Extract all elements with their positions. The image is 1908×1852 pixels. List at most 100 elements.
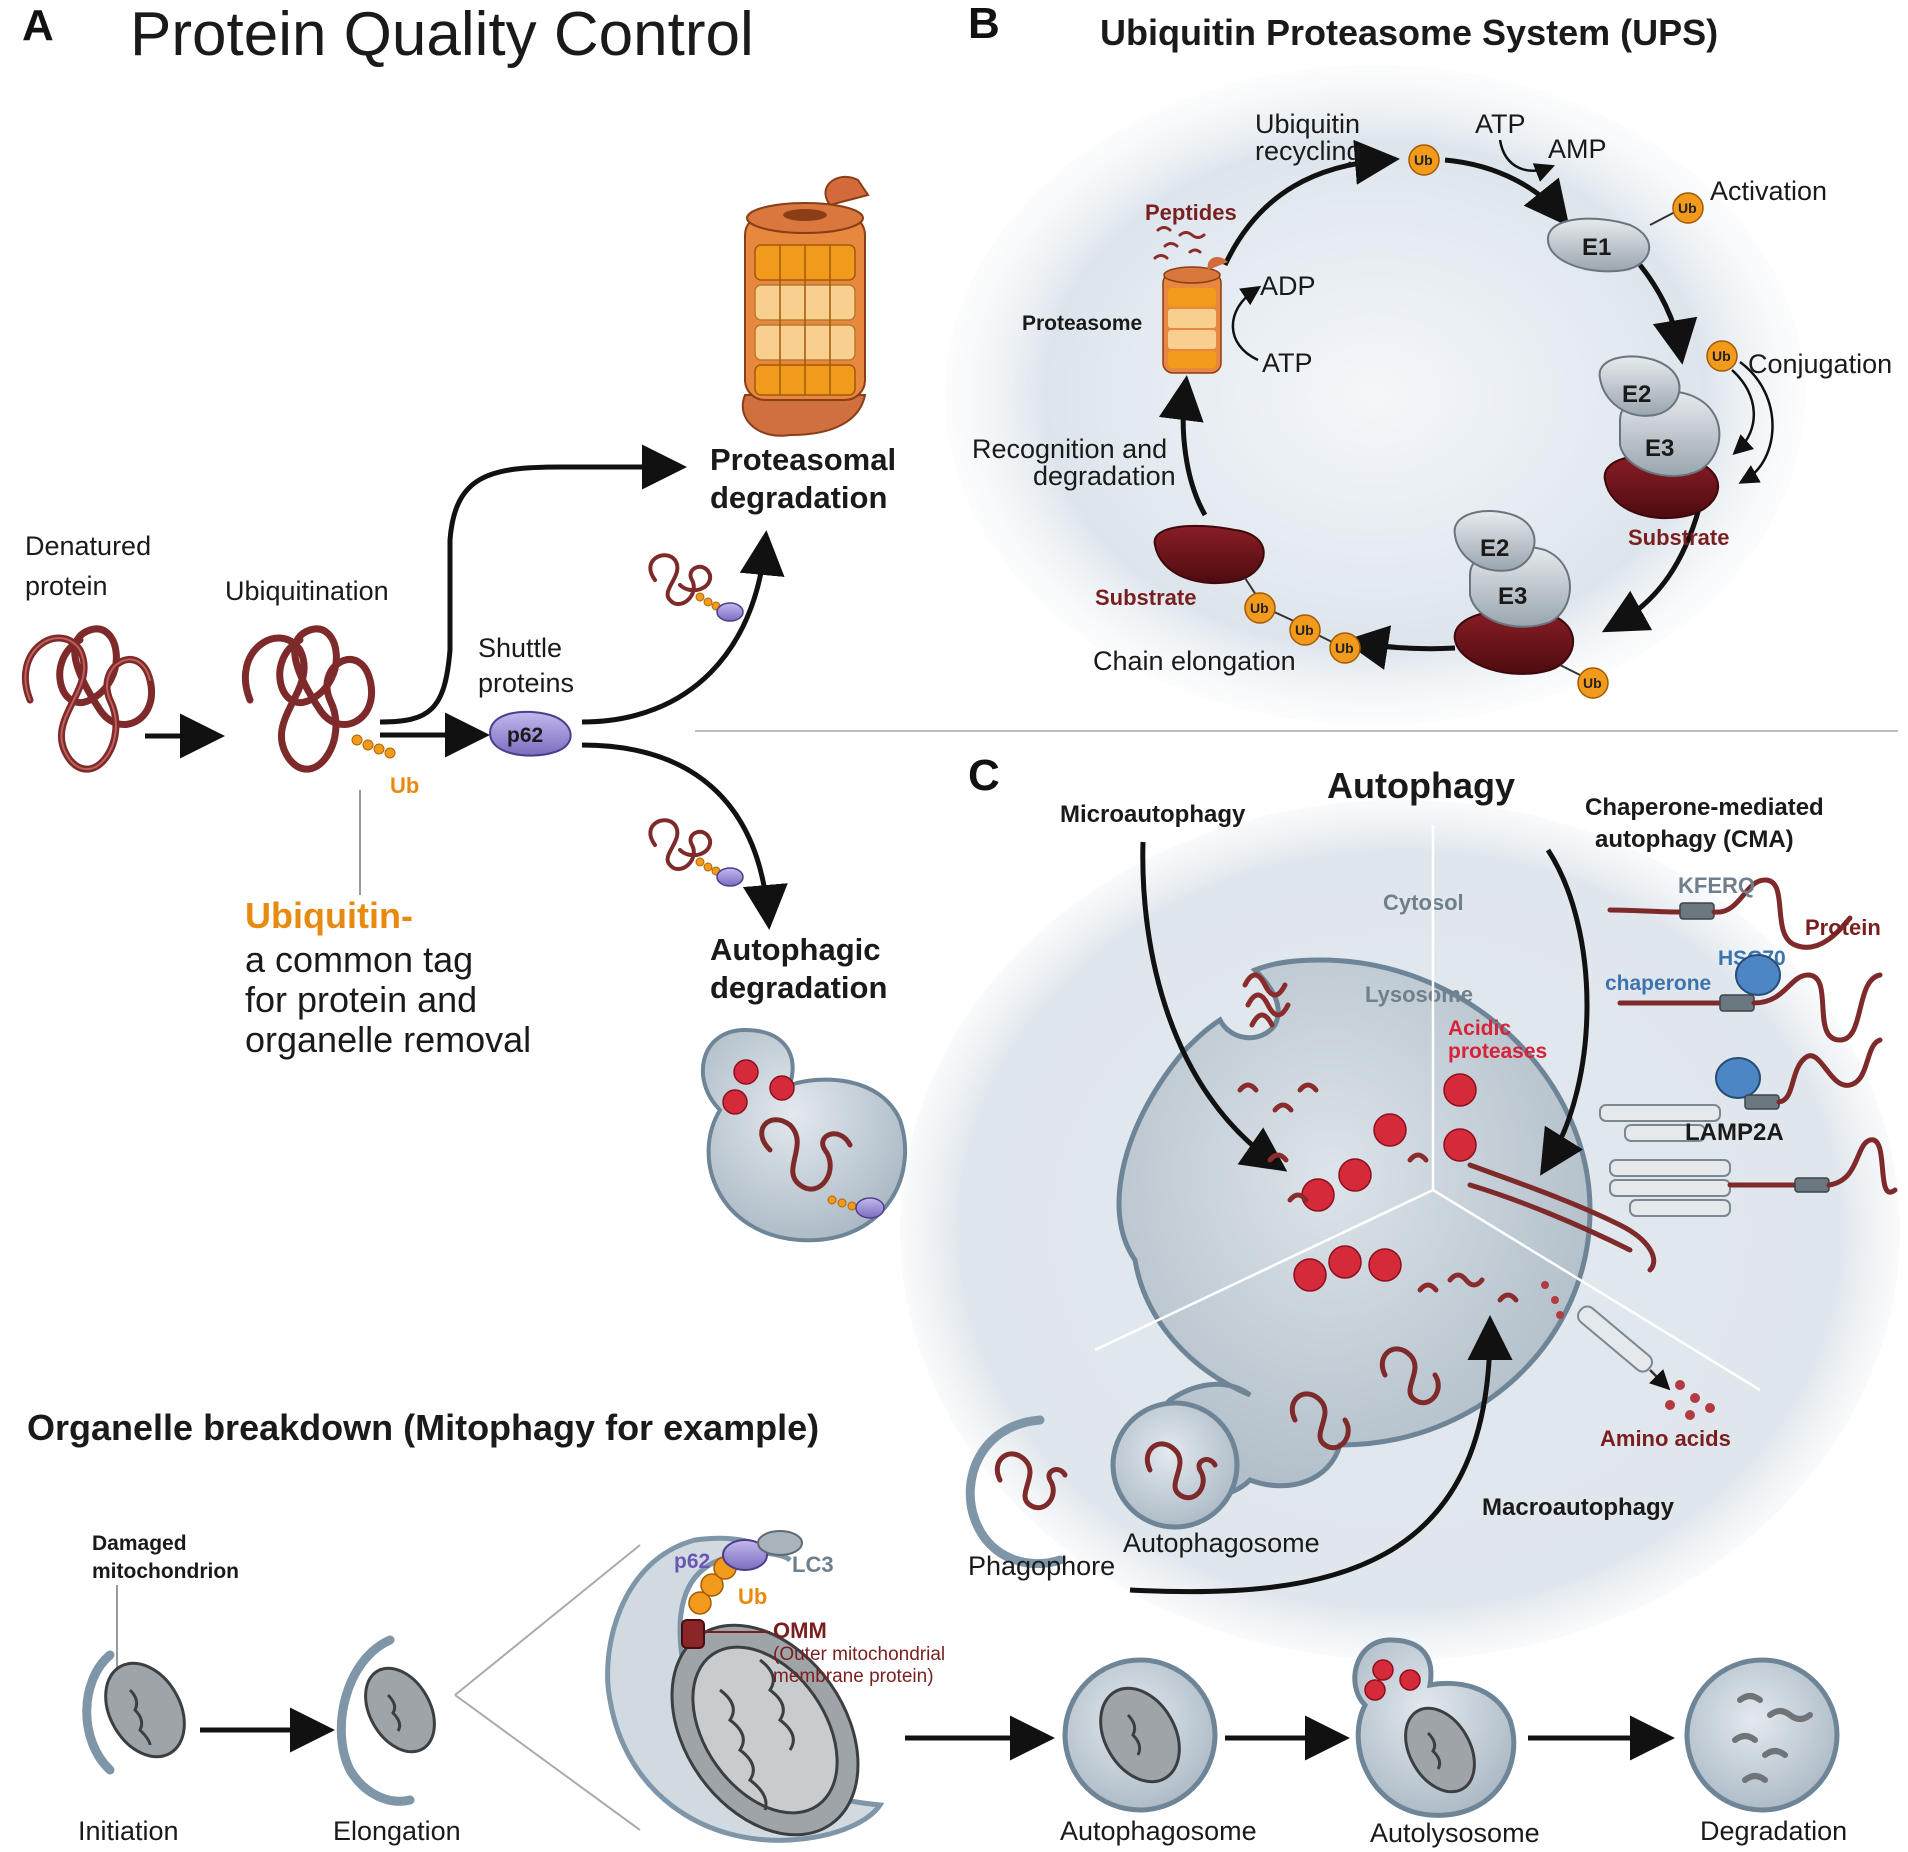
elongation-mito-icon [336, 1635, 436, 1806]
p62-shuttle-icon: p62 [488, 710, 572, 757]
acidic-label-2: proteases [1448, 1040, 1547, 1063]
fusing-autophagosome-chains [1289, 1346, 1441, 1450]
e2-label-top: E2 [1622, 381, 1651, 408]
arrow-recycling [1222, 139, 1400, 267]
arrow-microautophagy [1140, 841, 1288, 1172]
lc3-label: LC3 [792, 1552, 834, 1577]
arrow-to-proteasomal [379, 444, 687, 725]
proteasome-icon [741, 175, 870, 437]
e2-e3-bound-complex: E2 E3 Ub [1453, 510, 1609, 699]
peptides-icon [1153, 226, 1206, 260]
ub-zoom-label: Ub [738, 1584, 767, 1609]
lysosome-label: Lysosome [1365, 982, 1473, 1007]
panel-c: C Autophagy Microautophagy Chaperone-med… [900, 751, 1900, 1660]
chain-elongation-label: Chain elongation [1093, 646, 1296, 676]
shuttle-label-1: Shuttle [478, 633, 562, 663]
hsc70-label-2: chaperone [1605, 972, 1711, 995]
mitophagy-zoom-view [605, 1530, 885, 1843]
acidic-label-1: Acidic [1448, 1017, 1511, 1040]
ubiquitin-desc-3: organelle removal [245, 1019, 531, 1060]
atp2-label: ATP [1262, 348, 1313, 378]
amino-acid-exporter [1541, 1281, 1715, 1420]
recognition-label-2: degradation [1033, 461, 1176, 491]
svg-text:Ub: Ub [1678, 200, 1697, 216]
arrow-p62-to-autophagic [581, 742, 788, 930]
arrow-p62-to-proteasomal [581, 530, 785, 725]
hsc70-chaperone-1 [1617, 954, 1883, 1043]
lamp2a-receptor [1599, 1104, 1898, 1217]
step-label-degradation: Degradation [1700, 1816, 1847, 1846]
phagophore-label: Phagophore [968, 1551, 1115, 1581]
step-label-autophagosome: Autophagosome [1060, 1816, 1257, 1846]
activation-label: Activation [1710, 176, 1827, 206]
denatured-label-1: Denatured [25, 531, 151, 561]
proteasomal-label-2: degradation [710, 480, 887, 515]
kferq-label: KFERQ [1678, 873, 1755, 898]
autophagic-label-1: Autophagic [710, 932, 881, 967]
panel-a-letter: A [22, 1, 54, 50]
cma-label-2: autophagy (CMA) [1595, 826, 1794, 853]
lamp2a-label: LAMP2A [1685, 1119, 1784, 1146]
p62-label: p62 [507, 724, 543, 747]
organelle-breakdown-section: Organelle breakdown (Mitophagy for examp… [27, 1407, 1847, 1848]
arrow-cma [1540, 848, 1590, 1176]
e1-label: E1 [1582, 234, 1611, 261]
amino-acids-label: Amino acids [1600, 1426, 1731, 1451]
svg-text:Ub: Ub [1335, 640, 1354, 656]
cma-label-1: Chaperone-mediated [1585, 794, 1824, 821]
svg-text:Ub: Ub [1583, 675, 1602, 691]
denatured-protein-icon [21, 625, 155, 773]
denatured-label-2: protein [25, 571, 108, 601]
arrow-to-proteasome [1158, 375, 1208, 517]
substrate-chain-left: Ub Ub Ub [1153, 524, 1361, 664]
arrow-to-chain [1343, 625, 1456, 670]
e3-label-bottom: E3 [1498, 583, 1527, 610]
ubiquitin-desc-2: for protein and [245, 979, 477, 1020]
ub-label-a: Ub [390, 773, 419, 798]
ub-conjugation-icon: Ub [1706, 340, 1738, 372]
omm-label: OMM [773, 1618, 827, 1643]
damaged-label-1: Damaged [92, 1532, 187, 1555]
small-tagged-protein-icon-2 [648, 818, 744, 887]
microautophagy-label: Microautophagy [1060, 801, 1246, 828]
organelle-title: Organelle breakdown (Mitophagy for examp… [27, 1407, 819, 1448]
kferq-protein [1607, 877, 1853, 950]
ub-activation-icon: Ub [1672, 192, 1704, 224]
arrow-to-e1 [1444, 157, 1570, 227]
autolysosome-a-icon [700, 1027, 907, 1243]
proteasome-small-icon [1162, 256, 1228, 374]
peptides-label: Peptides [1145, 200, 1237, 225]
adp-label: ADP [1260, 271, 1316, 301]
macroautophagy-label: Macroautophagy [1482, 1494, 1675, 1521]
ubiquitin-recycling-2: recycling [1255, 136, 1362, 166]
e3-label-top: E3 [1645, 435, 1674, 462]
e1-enzyme: E1 [1546, 217, 1650, 273]
invaginating-proteins-icon [1242, 972, 1291, 1028]
svg-text:Ub: Ub [1250, 600, 1269, 616]
proteasomal-label-1: Proteasomal [710, 442, 896, 477]
omm-desc-1: (Outer mitochondrial [773, 1644, 945, 1665]
ub-recycled-icon: Ub [1408, 144, 1440, 176]
shuttle-label-2: proteins [478, 668, 574, 698]
initiation-mito-icon [82, 1650, 186, 1775]
protein-label: Protein [1805, 915, 1881, 940]
arrow-macroautophagy [1129, 1315, 1513, 1595]
svg-text:Ub: Ub [1712, 348, 1731, 364]
hsc70-chaperone-2 [1715, 1037, 1883, 1110]
panel-a-title: Protein Quality Control [130, 0, 754, 69]
panel-b: B Ubiquitin Proteasome System (UPS) Ubiq… [945, 0, 1892, 725]
substrate-label-left: Substrate [1095, 585, 1196, 610]
substrate-label-right: Substrate [1628, 525, 1729, 550]
small-tagged-protein-icon-1 [648, 553, 744, 622]
autophagosome-mito-icon [1062, 1657, 1218, 1813]
panel-b-letter: B [968, 0, 1000, 48]
panel-b-title: Ubiquitin Proteasome System (UPS) [1100, 12, 1718, 53]
ubiquitin-recycling-1: Ubiquitin [1255, 109, 1360, 139]
damaged-label-2: mitochondrion [92, 1560, 239, 1583]
cytosol-label: Cytosol [1383, 890, 1464, 915]
arrow-to-bound [1601, 504, 1703, 633]
ubiquitin-desc-1: a common tag [245, 939, 473, 980]
svg-text:Ub: Ub [1295, 622, 1314, 638]
autophagosome-c-icon [1110, 1400, 1240, 1530]
